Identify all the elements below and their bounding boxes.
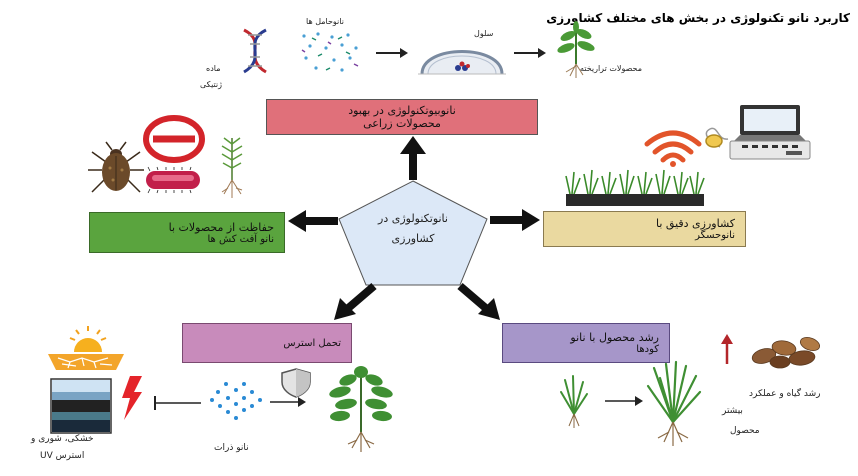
grass-field-icon: [565, 169, 705, 206]
yield-label-2: بیشتر: [722, 406, 743, 416]
nanoparticles-label: نانو ذرات: [214, 443, 249, 453]
small-seedling-icon: [560, 375, 588, 428]
precision-box-line2: نانوحسگر: [695, 230, 735, 241]
seeds-nuts-icon: [751, 337, 821, 369]
stress-label-2: استرس UV: [40, 451, 85, 461]
center-pentagon: [338, 180, 488, 286]
growth-box-line2: کودها: [636, 344, 659, 355]
protection-box-line2: نانو آفت کش ها: [207, 233, 274, 245]
transgenic-plant-icon: [557, 21, 595, 78]
page-title: کاربرد نانو تکنولوژی در بخش های مختلف کش…: [546, 11, 850, 25]
seedling-left-icon: [221, 137, 243, 198]
arrow-top-1: [376, 48, 408, 58]
lightning-icon: [122, 376, 142, 420]
cell-label: سلول: [474, 29, 494, 38]
shield-icon: [281, 368, 311, 398]
precision-box: کشاورزی دقیق با نانوحسگر: [543, 211, 746, 247]
sun-icon: [69, 326, 107, 352]
center-line2: کشاورزی: [391, 232, 435, 245]
arrow-bottom-right: [605, 396, 643, 406]
protection-box: حفاظت از محصولات با نانو آفت کش ها: [89, 212, 285, 253]
dna-icon: [243, 28, 267, 74]
nanocarriers-icon: [301, 32, 359, 72]
genetic-material-label-2: ژنتیکی: [200, 80, 223, 89]
nanocarriers-label: نانوحامل ها: [306, 17, 344, 26]
healthy-plant-icon: [329, 366, 393, 452]
cell-icon: [418, 50, 506, 75]
center-line1: نانوتکنولوژی در: [378, 212, 448, 225]
stress-box: تحمل استرس: [182, 323, 352, 363]
prohibited-icon: [143, 115, 205, 163]
wifi-signal-icon: [644, 130, 702, 167]
arrow-right: [490, 209, 540, 231]
arrow-up: [400, 136, 426, 180]
growth-up-arrow-icon: [721, 334, 733, 364]
biotech-box: نانوبیوتکنولوژی در بهبود محصولات زراعی: [266, 99, 538, 135]
arrow-down-left: [334, 282, 377, 320]
precision-box-line1: کشاورزی دقیق با: [655, 217, 735, 230]
pest-bug-icon: [88, 141, 144, 193]
large-seedling-icon: [646, 360, 702, 446]
soil-salinity-icon: [50, 378, 112, 434]
arrow-bottom-left: [270, 397, 306, 407]
inhibit-connector: [154, 396, 201, 410]
protection-box-line1: حفاظت از محصولات با: [168, 220, 274, 234]
growth-box: رشد محصول با نانو کودها: [502, 323, 670, 363]
yield-label-3: محصول: [730, 426, 760, 436]
growth-box-line1: رشد محصول با نانو: [570, 331, 659, 344]
stress-label-1: خشکی، شوری و: [31, 434, 94, 444]
genetic-material-label-1: ماده: [206, 64, 221, 73]
biotech-box-line2: محصولات زراعی: [363, 117, 441, 130]
arrow-left: [288, 210, 338, 232]
transgenic-label: محصولات تراریخته: [580, 64, 642, 73]
bacteria-icon: [146, 166, 200, 194]
arrow-down-right: [457, 282, 500, 320]
stress-box-line1: تحمل استرس: [283, 337, 341, 349]
nanoparticles-icon: [210, 382, 262, 420]
yield-label-1: رشد گیاه و عملکرد: [749, 389, 821, 399]
cracked-earth-icon: [48, 354, 124, 370]
arrow-top-2: [514, 48, 546, 58]
biotech-box-line1: نانوبیوتکنولوژی در بهبود: [348, 104, 456, 117]
laptop-sensor-icon: [705, 105, 811, 160]
